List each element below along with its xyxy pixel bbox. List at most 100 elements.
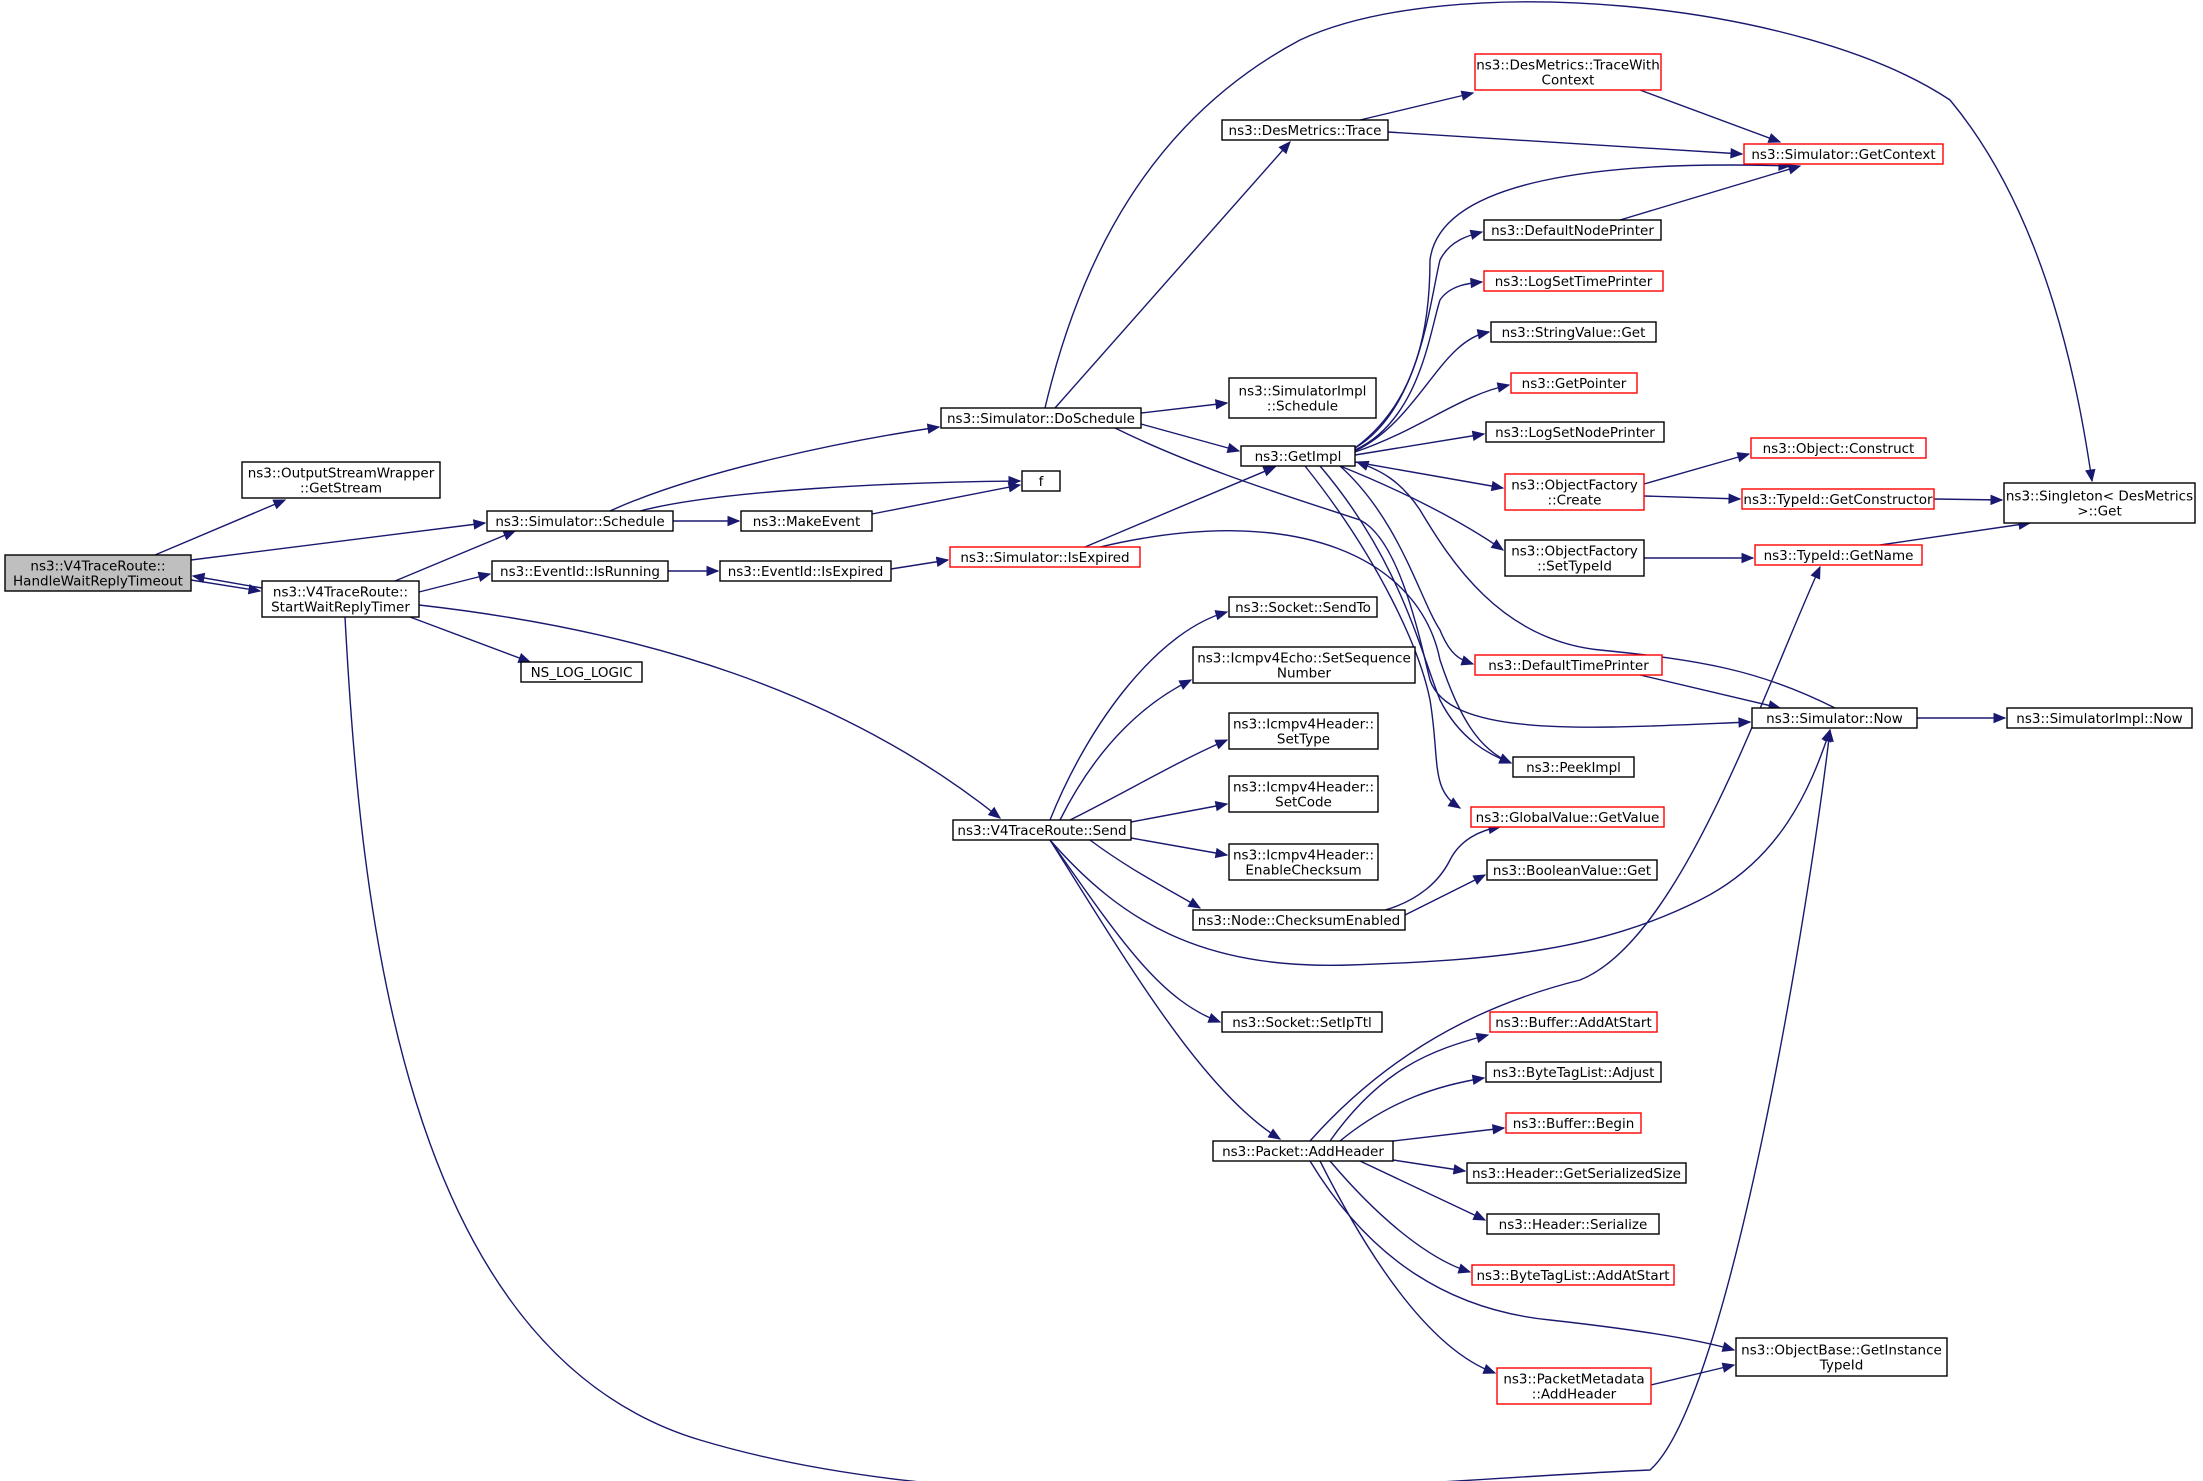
node-box [1221, 1011, 1383, 1033]
node-label: ns3::Header::GetSerializedSize [1472, 1166, 1681, 1182]
edge-ofcreate-to-objconstruct [1643, 453, 1750, 485]
node-getstream[interactable]: ns3::OutputStreamWrapper::GetStream [241, 461, 441, 499]
node-box [1192, 646, 1416, 684]
node-objconstruct[interactable]: ns3::Object::Construct [1750, 437, 1927, 459]
node-getname[interactable]: ns3::TypeId::GetName [1754, 544, 1923, 566]
node-btladjust[interactable]: ns3::ByteTagList::Adjust [1485, 1061, 1662, 1083]
edge-packetaddheader-to-hdrsersize-arrowhead [1452, 1164, 1467, 1175]
edge-send-to-checksumenabled-arrowhead [1187, 897, 1202, 909]
node-label: ns3::SimulatorImpl [1239, 384, 1367, 400]
node-box [1483, 219, 1662, 241]
node-box [2003, 482, 2196, 524]
node-label: ns3::Icmpv4Echo::SetSequence [1197, 651, 1411, 667]
node-send[interactable]: ns3::V4TraceRoute::Send [952, 819, 1132, 841]
node-stringvalueget[interactable]: ns3::StringValue::Get [1490, 321, 1657, 343]
node-getconstructor[interactable]: ns3::TypeId::GetConstructor [1741, 488, 1935, 510]
node-box [1486, 1213, 1660, 1235]
node-peekimpl[interactable]: ns3::PeekImpl [1512, 756, 1635, 778]
node-isexpired[interactable]: ns3::EventId::IsExpired [719, 560, 892, 582]
node-simimplnow[interactable]: ns3::SimulatorImpl::Now [2006, 707, 2193, 729]
edge-send-to-checksumenabled [1089, 839, 1201, 909]
edge-getimpl-to-ofcreate-arrowhead [1490, 480, 1505, 492]
node-label: ns3::ByteTagList::AddAtStart [1476, 1268, 1669, 1284]
edge-simschedule-to-makeevent-arrowhead [727, 515, 741, 527]
node-simnow[interactable]: ns3::Simulator::Now [1751, 707, 1918, 729]
node-label: ns3::LogSetNodePrinter [1495, 425, 1655, 441]
edge-getimpl-to-gvgetvalue [1304, 465, 1461, 809]
node-label: ns3::Icmpv4Header:: [1233, 780, 1374, 796]
node-bufaddatstart[interactable]: ns3::Buffer::AddAtStart [1489, 1011, 1658, 1033]
node-logsetnodeprinter[interactable]: ns3::LogSetNodePrinter [1485, 421, 1665, 443]
node-simimplschedule[interactable]: ns3::SimulatorImpl::Schedule [1228, 377, 1377, 419]
node-checksumenabled[interactable]: ns3::Node::ChecksumEnabled [1192, 909, 1406, 931]
edge-send-to-settype-arrowhead [1214, 739, 1229, 750]
node-label: ::Schedule [1267, 399, 1338, 415]
node-setipttl[interactable]: ns3::Socket::SetIpTtl [1221, 1011, 1383, 1033]
node-defaulttimeprinter[interactable]: ns3::DefaultTimePrinter [1474, 654, 1663, 676]
edge-packetaddheader-to-btladjust [1339, 1077, 1485, 1142]
node-gvgetvalue[interactable]: ns3::GlobalValue::GetValue [1470, 806, 1665, 828]
node-simschedule[interactable]: ns3::Simulator::Schedule [486, 510, 674, 532]
node-label: ns3::GetImpl [1255, 449, 1342, 465]
node-bufbegin[interactable]: ns3::Buffer::Begin [1505, 1112, 1642, 1134]
edge-pmaddheader-to-getinstancetypeid [1650, 1364, 1735, 1386]
node-doschedule[interactable]: ns3::Simulator::DoSchedule [940, 407, 1142, 429]
node-getpointer[interactable]: ns3::GetPointer [1510, 372, 1638, 394]
edge-getimpl-to-defaultnodeprinter [1354, 231, 1483, 449]
node-box [940, 407, 1142, 429]
node-pmaddheader[interactable]: ns3::PacketMetadata::AddHeader [1496, 1367, 1652, 1405]
node-label: HandleWaitReplyTimeout [13, 574, 183, 590]
node-label: ::GetStream [300, 481, 382, 497]
node-getcontext[interactable]: ns3::Simulator::GetContext [1743, 143, 1944, 165]
node-label: >::Get [2077, 504, 2121, 520]
node-label: ns3::V4TraceRoute:: [273, 585, 408, 601]
node-hdrserialize[interactable]: ns3::Header::Serialize [1486, 1213, 1660, 1235]
node-hdrsersize[interactable]: ns3::Header::GetSerializedSize [1466, 1162, 1687, 1184]
node-box [1754, 544, 1923, 566]
node-packetaddheader[interactable]: ns3::Packet::AddHeader [1212, 1140, 1394, 1162]
edge-getimpl-to-getpointer-arrowhead [1496, 382, 1511, 393]
node-f[interactable]: f [1021, 470, 1061, 492]
node-makeevent[interactable]: ns3::MakeEvent [740, 510, 873, 532]
node-ofsettypeid[interactable]: ns3::ObjectFactory::SetTypeId [1504, 539, 1645, 577]
node-btladdatstart[interactable]: ns3::ByteTagList::AddAtStart [1471, 1264, 1675, 1286]
node-isrunning[interactable]: ns3::EventId::IsRunning [491, 560, 669, 582]
edge-packetaddheader-to-getinstancetypeid-arrowhead [1721, 1341, 1736, 1352]
node-label: SetType [1277, 732, 1330, 748]
node-label: ::Create [1548, 493, 1602, 509]
node-label: ns3::GetPointer [1522, 376, 1627, 392]
node-box [949, 546, 1141, 568]
node-label: ns3::PacketMetadata [1503, 1372, 1644, 1388]
node-handlewaitreplytimeout[interactable]: ns3::V4TraceRoute::HandleWaitReplyTimeou… [4, 554, 192, 592]
node-destrace[interactable]: ns3::DesMetrics::Trace [1221, 119, 1389, 141]
node-label: ns3::GlobalValue::GetValue [1476, 810, 1660, 826]
node-label: EnableChecksum [1245, 863, 1361, 879]
node-settype[interactable]: ns3::Icmpv4Header::SetType [1228, 712, 1379, 750]
node-box [486, 510, 674, 532]
edge-getimpl-to-ofcreate [1354, 461, 1504, 489]
node-label: ns3::LogSetTimePrinter [1495, 274, 1653, 290]
node-enablechecksum[interactable]: ns3::Icmpv4Header::EnableChecksum [1228, 843, 1379, 881]
node-label: ns3::ObjectFactory [1511, 478, 1638, 494]
node-box [1228, 377, 1377, 419]
node-logsettimeprinter[interactable]: ns3::LogSetTimePrinter [1483, 270, 1664, 292]
edge-send-to-packetaddheader-arrowhead [1267, 1128, 1282, 1140]
edge-doschedule-to-singletonget [1044, 1, 2093, 482]
edge-packetaddheader-to-pmaddheader-arrowhead [1482, 1364, 1497, 1374]
node-sendto[interactable]: ns3::Socket::SendTo [1228, 596, 1378, 618]
node-simisexpired[interactable]: ns3::Simulator::IsExpired [949, 546, 1141, 568]
node-setcode[interactable]: ns3::Icmpv4Header::SetCode [1228, 775, 1379, 813]
node-ofcreate[interactable]: ns3::ObjectFactory::Create [1504, 473, 1645, 511]
node-ns_log_logic[interactable]: NS_LOG_LOGIC [520, 661, 643, 683]
node-boolget[interactable]: ns3::BooleanValue::Get [1486, 859, 1658, 881]
edge-send-to-setcode [1130, 803, 1228, 823]
node-getimpl[interactable]: ns3::GetImpl [1240, 445, 1356, 467]
node-singletonget[interactable]: ns3::Singleton< DesMetrics>::Get [2003, 482, 2196, 524]
edge-packetaddheader-to-getinstancetypeid [1309, 1160, 1735, 1351]
edge-startwaitreplytimer-to-isrunning-arrowhead [477, 571, 492, 582]
node-defaultnodeprinter[interactable]: ns3::DefaultNodePrinter [1483, 219, 1662, 241]
node-startwaitreplytimer[interactable]: ns3::V4TraceRoute::StartWaitReplyTimer [261, 580, 420, 618]
